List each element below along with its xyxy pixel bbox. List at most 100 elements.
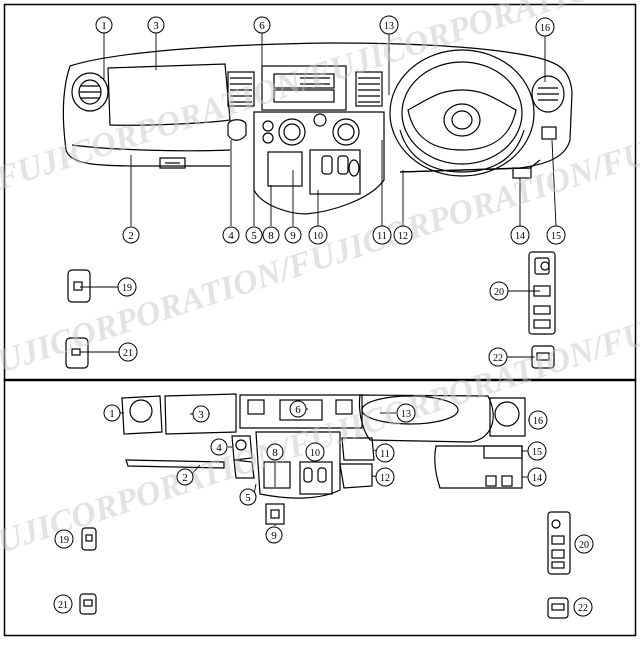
trim-3 — [164, 393, 237, 435]
right-vent-outline — [531, 75, 565, 113]
trim-11 — [341, 437, 375, 461]
callout-c16: 16 — [535, 17, 555, 37]
callout-circle — [379, 15, 399, 35]
callout-number: 8 — [268, 230, 274, 242]
callout-number: 3 — [198, 409, 204, 421]
callout-d14: 14 — [527, 467, 547, 487]
callout-circle — [95, 16, 113, 34]
callout-c11: 11 — [372, 225, 392, 245]
callout-c8: 8 — [262, 226, 280, 244]
callout-circle — [535, 17, 555, 37]
glovebox-panel — [107, 63, 231, 126]
callout-circle — [239, 488, 257, 506]
callout-circle — [210, 438, 228, 456]
callout-number: 21 — [123, 348, 133, 359]
callout-circle — [375, 443, 395, 463]
callout-circle — [528, 410, 548, 430]
callout-circle — [262, 226, 280, 244]
callout-number: 1 — [109, 408, 115, 420]
trim-2 — [125, 459, 225, 469]
callout-c3: 3 — [147, 16, 165, 34]
callout-number: 5 — [245, 492, 251, 504]
callout-c21: 21 — [118, 342, 138, 362]
callout-circle — [372, 225, 392, 245]
callout-circle — [222, 226, 240, 244]
callout-number: 10 — [310, 448, 320, 459]
callout-d5: 5 — [239, 488, 257, 506]
callout-number: 19 — [59, 535, 69, 546]
callout-number: 9 — [290, 230, 296, 242]
callout-circle — [488, 347, 508, 367]
callout-d12: 12 — [375, 467, 395, 487]
callout-circle — [103, 404, 121, 422]
callout-circle — [510, 225, 530, 245]
callout-c9: 9 — [284, 226, 302, 244]
callout-c5: 5 — [245, 226, 263, 244]
callout-number: 3 — [153, 20, 159, 32]
part-22-outline — [531, 345, 555, 369]
callout-number: 4 — [228, 230, 234, 242]
callout-circle — [305, 442, 325, 462]
callout-number: 11 — [380, 449, 390, 460]
trim-9-inner — [263, 461, 291, 489]
outer-frame — [3, 3, 637, 637]
callout-c13: 13 — [379, 15, 399, 35]
callout-number: 22 — [578, 603, 588, 614]
callout-number: 14 — [532, 473, 542, 484]
callout-number: 20 — [579, 540, 589, 551]
callout-number: 9 — [271, 530, 277, 542]
dash-left-outline — [62, 65, 230, 167]
callout-circle — [375, 467, 395, 487]
callout-d6: 6 — [289, 400, 307, 418]
trim-14-15 — [434, 445, 523, 489]
callout-number: 12 — [398, 231, 408, 242]
trim-12 — [339, 463, 373, 489]
trim-21 — [79, 593, 97, 615]
callout-circle — [54, 529, 74, 549]
callout-circle — [308, 225, 328, 245]
trim-5 — [233, 459, 255, 479]
callout-number: 21 — [58, 600, 68, 611]
part-21-outline — [65, 337, 89, 369]
callout-c22: 22 — [488, 347, 508, 367]
trim-19 — [81, 527, 97, 551]
callout-circle — [396, 403, 416, 423]
callout-number: 13 — [401, 409, 411, 420]
callout-circle — [266, 443, 284, 461]
callout-circle — [265, 526, 283, 544]
callout-d13: 13 — [396, 403, 416, 423]
trim-22 — [547, 597, 569, 619]
callout-circle — [147, 16, 165, 34]
callout-d16: 16 — [528, 410, 548, 430]
dashboard-drawing — [62, 42, 573, 215]
center-stack — [253, 111, 385, 215]
callout-d4: 4 — [210, 438, 228, 456]
callout-d3: 3 — [192, 405, 210, 423]
callout-d22: 22 — [573, 597, 593, 617]
callout-number: 14 — [515, 231, 525, 242]
callout-circle — [117, 277, 137, 297]
callout-d2: 2 — [176, 468, 194, 486]
callout-d10: 10 — [305, 442, 325, 462]
callout-number: 22 — [493, 353, 503, 364]
trim-8-10 — [255, 431, 341, 499]
callout-circle — [574, 534, 594, 554]
callout-number: 6 — [259, 20, 265, 32]
center-vent-right — [355, 71, 383, 107]
callout-number: 20 — [494, 287, 504, 298]
callout-circle — [118, 342, 138, 362]
callout-number: 6 — [295, 404, 301, 416]
trim-6 — [239, 394, 363, 429]
callout-c15: 15 — [546, 225, 566, 245]
callout-circle — [122, 226, 140, 244]
steering-wheel-outline — [389, 49, 535, 177]
trim-1 — [121, 395, 163, 435]
part-20-outline — [528, 251, 556, 335]
part-19-outline — [67, 269, 91, 303]
callout-number: 1 — [101, 20, 107, 32]
callout-d9: 9 — [265, 526, 283, 544]
top-switch-parts — [65, 251, 556, 369]
callout-circle — [53, 594, 73, 614]
